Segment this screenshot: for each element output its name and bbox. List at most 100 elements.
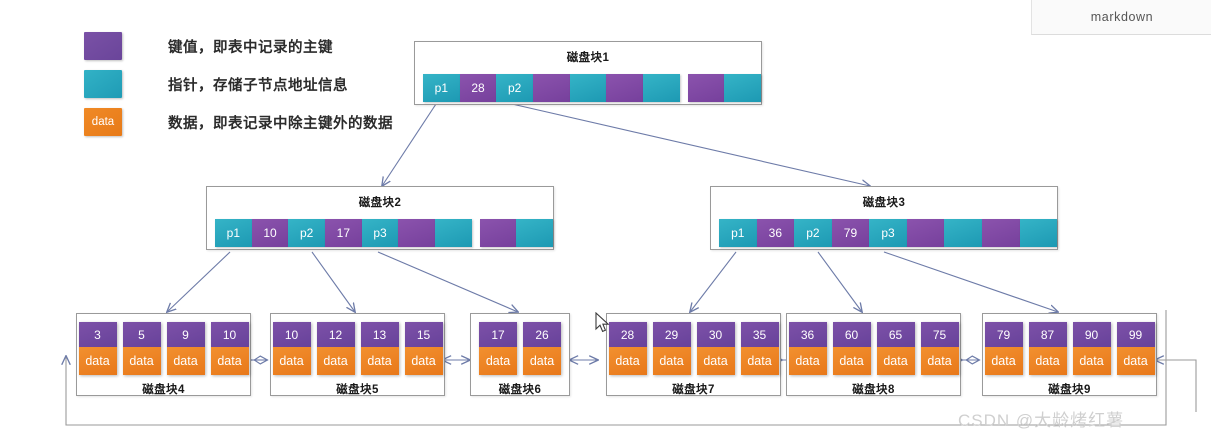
pointer-cell-4: p3 — [869, 219, 907, 247]
edge-block3-to-block8 — [817, 251, 862, 312]
node-block5-title: 磁盘块5 — [336, 384, 379, 396]
pointer-cell-2: p2 — [496, 74, 534, 102]
leaf-key-3: 75 — [920, 322, 959, 347]
leaf-data-1: data — [1028, 347, 1067, 375]
node-block2-title: 磁盘块2 — [358, 197, 402, 209]
node-block1-title: 磁盘块1 — [566, 52, 610, 64]
tab-markdown[interactable]: markdown — [1031, 0, 1211, 35]
key-cell-5 — [606, 74, 644, 102]
legend-label-key: 键值，即表中记录的主键 — [168, 39, 333, 56]
pointer-cell-8 — [516, 219, 554, 247]
pointer-cell-2: p2 — [794, 219, 832, 247]
leaf-data-0: data — [788, 347, 827, 375]
leaf-key-1: 12 — [316, 322, 355, 347]
leaf-data-1: data — [122, 347, 161, 375]
pointer-cell-0: p1 — [215, 219, 252, 247]
node-block4-title: 磁盘块4 — [142, 384, 185, 396]
leaf-key-3: 35 — [740, 322, 779, 347]
key-color-swatch — [84, 32, 122, 60]
node-block7-title: 磁盘块7 — [672, 384, 715, 396]
key-cell-1: 28 — [459, 74, 497, 102]
pointer-cell-8 — [724, 74, 762, 102]
leaf-data-3: data — [920, 347, 959, 375]
node-block3-title: 磁盘块3 — [862, 197, 906, 209]
leaf-data-3: data — [1116, 347, 1155, 375]
legend-item-pointer: 指针，存储子节点地址信息 — [84, 65, 393, 103]
data-swatch-text: data — [91, 116, 115, 128]
leaf-key-0: 3 — [78, 322, 117, 347]
legend-label-pointer: 指针，存储子节点地址信息 — [168, 77, 348, 94]
leaf-key-2: 13 — [360, 322, 399, 347]
pointer-cell-2: p2 — [288, 219, 326, 247]
leaf-key-3: 99 — [1116, 322, 1155, 347]
leaf-data-3: data — [210, 347, 249, 375]
key-cell-5 — [906, 219, 945, 247]
leaf-data-2: data — [1072, 347, 1111, 375]
key-cell-1: 10 — [251, 219, 289, 247]
leaf-data-2: data — [696, 347, 735, 375]
edge-block2-to-block5 — [311, 251, 355, 312]
mouse-cursor — [595, 312, 610, 333]
pointer-cell-0: p1 — [423, 74, 460, 102]
key-cell-1: 36 — [756, 219, 795, 247]
leaf-data-0: data — [479, 347, 517, 375]
pointer-color-swatch — [84, 70, 122, 98]
tab-markdown-label: markdown — [1090, 10, 1154, 24]
legend-label-data: 数据，即表记录中除主键外的数据 — [168, 115, 393, 132]
watermark: CSDN @大龄烤红薯 — [958, 411, 1125, 430]
leaf-key-1: 5 — [122, 322, 161, 347]
leaf-key-0: 28 — [608, 322, 647, 347]
leaf-key-2: 90 — [1072, 322, 1111, 347]
pointer-cell-0: p1 — [719, 219, 757, 247]
leaf-data-0: data — [608, 347, 647, 375]
pointer-cell-6 — [643, 74, 680, 102]
leaf-key-0: 36 — [788, 322, 827, 347]
leaf-key-0: 10 — [272, 322, 311, 347]
leaf-key-1: 87 — [1028, 322, 1067, 347]
leaf-data-0: data — [272, 347, 311, 375]
leaf-data-0: data — [78, 347, 117, 375]
leaf-key-2: 65 — [876, 322, 915, 347]
edge-block2-to-block6 — [377, 251, 518, 312]
key-cell-5 — [398, 219, 436, 247]
leaf-key-1: 60 — [832, 322, 871, 347]
leaf-data-1: data — [652, 347, 691, 375]
key-cell-3: 17 — [325, 219, 362, 247]
node-block9-title: 磁盘块9 — [1048, 384, 1091, 396]
leaf-chain-wrap-right — [1155, 360, 1197, 412]
leaf-data-1: data — [832, 347, 871, 375]
node-block6-title: 磁盘块6 — [498, 384, 542, 396]
node-block8-title: 磁盘块8 — [852, 384, 895, 396]
leaf-key-1: 26 — [523, 322, 561, 347]
leaf-key-3: 15 — [404, 322, 443, 347]
